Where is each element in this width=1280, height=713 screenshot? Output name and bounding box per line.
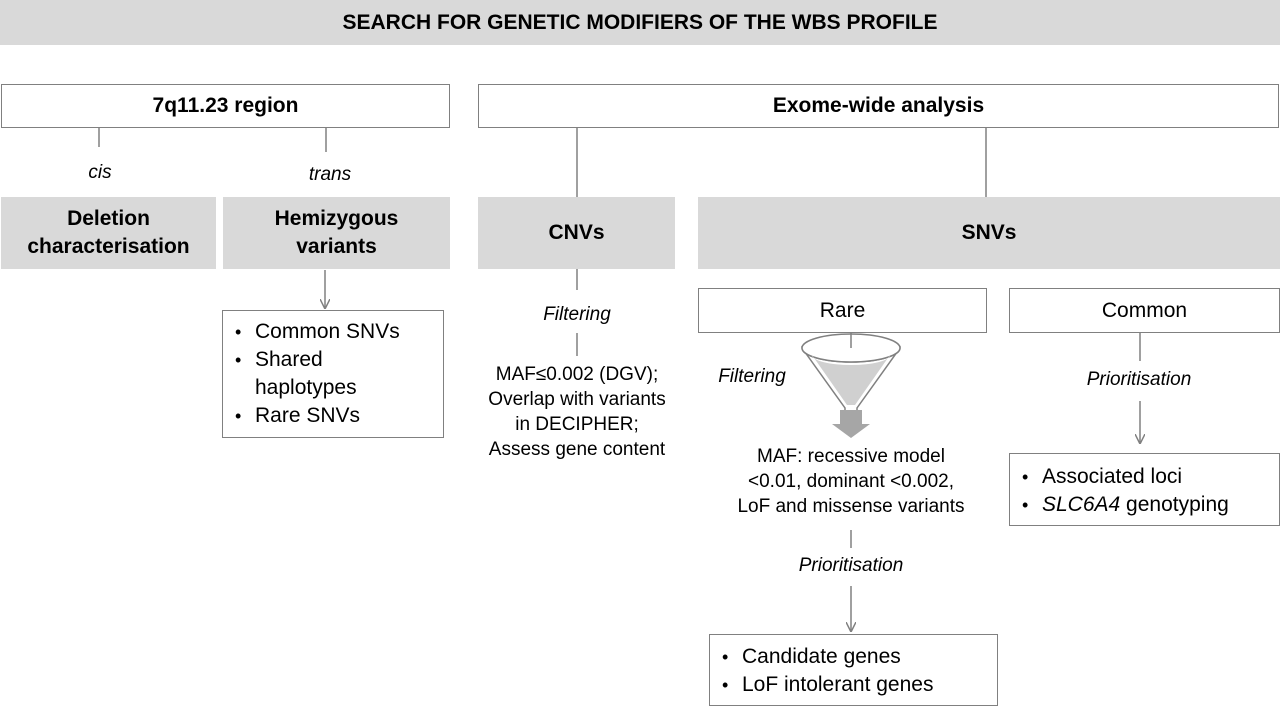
funnel-icon (801, 333, 901, 438)
cnv-filter-line-1: MAF≤0.002 (DGV); (495, 364, 659, 385)
cnvs-box: CNVs (478, 197, 675, 269)
cnv-filter-line-2: Overlap with variants (488, 389, 666, 410)
snvs-box: SNVs (698, 197, 1280, 269)
list-item: LoF intolerant genes (710, 671, 997, 699)
rare-results-list: Candidate genes LoF intolerant genes (710, 643, 997, 699)
hemizygous-line-2: variants (296, 235, 377, 258)
gene-symbol: SLC6A4 (1042, 493, 1121, 516)
list-item: Candidate genes (710, 643, 997, 671)
cnv-filter-text: MAF≤0.002 (DGV); Overlap with variants i… (466, 362, 688, 462)
trans-label: trans (308, 164, 352, 185)
cnv-filter-line-3: in DECIPHER; (515, 414, 639, 435)
rare-prioritisation-label: Prioritisation (798, 555, 904, 576)
rare-filter-line-1: MAF: recessive model (757, 446, 945, 467)
hemizygous-list: Common SNVs Shared haplotypes Rare SNVs (223, 318, 443, 430)
list-item: Rare SNVs (223, 402, 443, 430)
common-prioritisation-label: Prioritisation (1086, 369, 1192, 390)
rare-filter-line-3: LoF and missense variants (737, 496, 965, 517)
list-item: Shared haplotypes (223, 346, 375, 402)
hemizygous-list-box: Common SNVs Shared haplotypes Rare SNVs (222, 310, 444, 438)
common-results-list: Associated loci SLC6A4 genotyping (1010, 463, 1279, 519)
list-item: SLC6A4 genotyping (1010, 491, 1279, 519)
region-box: 7q11.23 region (1, 84, 450, 128)
cis-label: cis (88, 162, 112, 183)
common-label: Common (1101, 298, 1188, 322)
deletion-line-2: characterisation (27, 235, 190, 258)
hemizygous-box: Hemizygous variants (223, 197, 450, 269)
common-box: Common (1009, 288, 1280, 333)
cnv-filtering-label: Filtering (543, 304, 611, 325)
rare-label: Rare (819, 298, 866, 322)
rare-filter-line-2: <0.01, dominant <0.002, (748, 471, 954, 492)
region-title: 7q11.23 region (152, 94, 299, 117)
rare-filter-text: MAF: recessive model <0.01, dominant <0.… (706, 444, 996, 519)
rare-box: Rare (698, 288, 987, 333)
rare-results-box: Candidate genes LoF intolerant genes (709, 634, 998, 706)
associated-loci-text: Associated loci (1042, 465, 1183, 488)
deletion-box: Deletion characterisation (1, 197, 216, 269)
list-item: Common SNVs (223, 318, 443, 346)
list-item: Associated loci (1010, 463, 1279, 491)
page-title: SEARCH FOR GENETIC MODIFIERS OF THE WBS … (0, 0, 1280, 45)
exome-title: Exome-wide analysis (772, 94, 985, 117)
deletion-line-1: Deletion (67, 207, 150, 230)
hemizygous-line-1: Hemizygous (274, 207, 399, 230)
snvs-label: SNVs (961, 221, 1017, 244)
rare-filtering-label: Filtering (718, 366, 786, 387)
exome-box: Exome-wide analysis (478, 84, 1279, 128)
cnv-filter-line-4: Assess gene content (488, 439, 666, 460)
cnvs-label: CNVs (548, 221, 605, 244)
common-results-box: Associated loci SLC6A4 genotyping (1009, 453, 1280, 526)
